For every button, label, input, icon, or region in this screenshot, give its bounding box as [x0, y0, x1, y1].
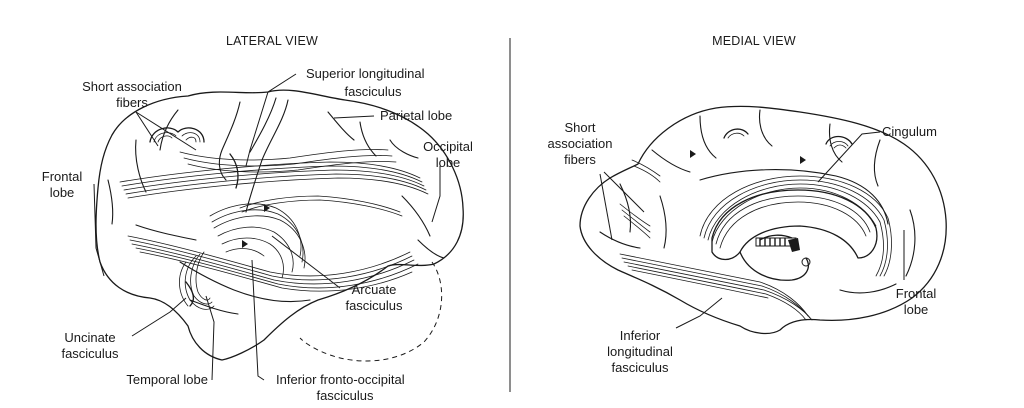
- label-inferior-fronto-occipital-fasciculus-2: fasciculus: [316, 388, 374, 403]
- lateral-view-title: LATERAL VIEW: [226, 34, 318, 48]
- label-occipital-lobe: Occipital: [423, 139, 473, 154]
- label-association: association: [547, 136, 612, 151]
- uncinate-fasciculus-fibers: [179, 251, 215, 310]
- label-inferior-fronto-occipital-fasciculus: Inferior fronto-occipital: [276, 372, 405, 387]
- lateral-brain-outline: [95, 89, 464, 361]
- lateral-leader-lines: [93, 73, 441, 381]
- lateral-view-panel: LATERAL VIEW: [42, 34, 473, 403]
- label-uncinate-fasciculus-2: fasciculus: [61, 346, 119, 361]
- lateral-labels: Short association fibers Superior longit…: [42, 66, 473, 403]
- label-superior-longitudinal-fasciculus-2: fasciculus: [344, 84, 402, 99]
- medial-junction-marks: [690, 150, 806, 164]
- arcuate-fasciculus-fibers: [209, 203, 306, 279]
- label-fasciculus: fasciculus: [611, 360, 669, 375]
- cerebellum-dashed-outline: [299, 261, 443, 362]
- medial-labels: Short association fibers Cingulum Fronta…: [547, 120, 936, 375]
- label-short-association-fibers: Short association: [82, 79, 182, 94]
- superior-longitudinal-fasciculus-fibers: [119, 149, 429, 217]
- lateral-short-association-fibers: [149, 127, 205, 143]
- label-arcuate-fasciculus: Arcuate: [352, 282, 397, 297]
- label-frontal-lobe: Frontal: [42, 169, 83, 184]
- inferior-fronto-occipital-fibers: [127, 235, 419, 292]
- label-medial-frontal-lobe: Frontal: [896, 286, 937, 301]
- label-short: Short: [564, 120, 595, 135]
- label-inferior: Inferior: [620, 328, 661, 343]
- label-occipital-lobe-2: lobe: [436, 155, 461, 170]
- medial-brain-outline: [579, 105, 947, 335]
- label-arcuate-fasciculus-2: fasciculus: [345, 298, 403, 313]
- inferior-longitudinal-fasciculus-fibers: [619, 253, 813, 321]
- label-uncinate-fasciculus: Uncinate: [64, 330, 115, 345]
- corpus-callosum: [711, 189, 878, 281]
- cingulum-fibers: [699, 175, 892, 277]
- medial-short-association-fibers: [619, 128, 853, 239]
- medial-sulci: [599, 109, 916, 294]
- label-short-association-fibers-2: fibers: [116, 95, 148, 110]
- label-medial-frontal-lobe-2: lobe: [904, 302, 929, 317]
- medial-view-panel: MEDIAL VIEW: [547, 34, 947, 375]
- label-temporal-lobe: Temporal lobe: [126, 372, 208, 387]
- label-longitudinal: longitudinal: [607, 344, 673, 359]
- lateral-junction-marks: [185, 153, 270, 307]
- label-cingulum: Cingulum: [882, 124, 937, 139]
- label-frontal-lobe-2: lobe: [50, 185, 75, 200]
- fornix-striations: [755, 237, 811, 267]
- label-parietal-lobe: Parietal lobe: [380, 108, 452, 123]
- medial-view-title: MEDIAL VIEW: [712, 34, 796, 48]
- label-fibers: fibers: [564, 152, 596, 167]
- label-superior-longitudinal-fasciculus: Superior longitudinal: [306, 66, 425, 81]
- medial-leader-lines: [599, 131, 905, 329]
